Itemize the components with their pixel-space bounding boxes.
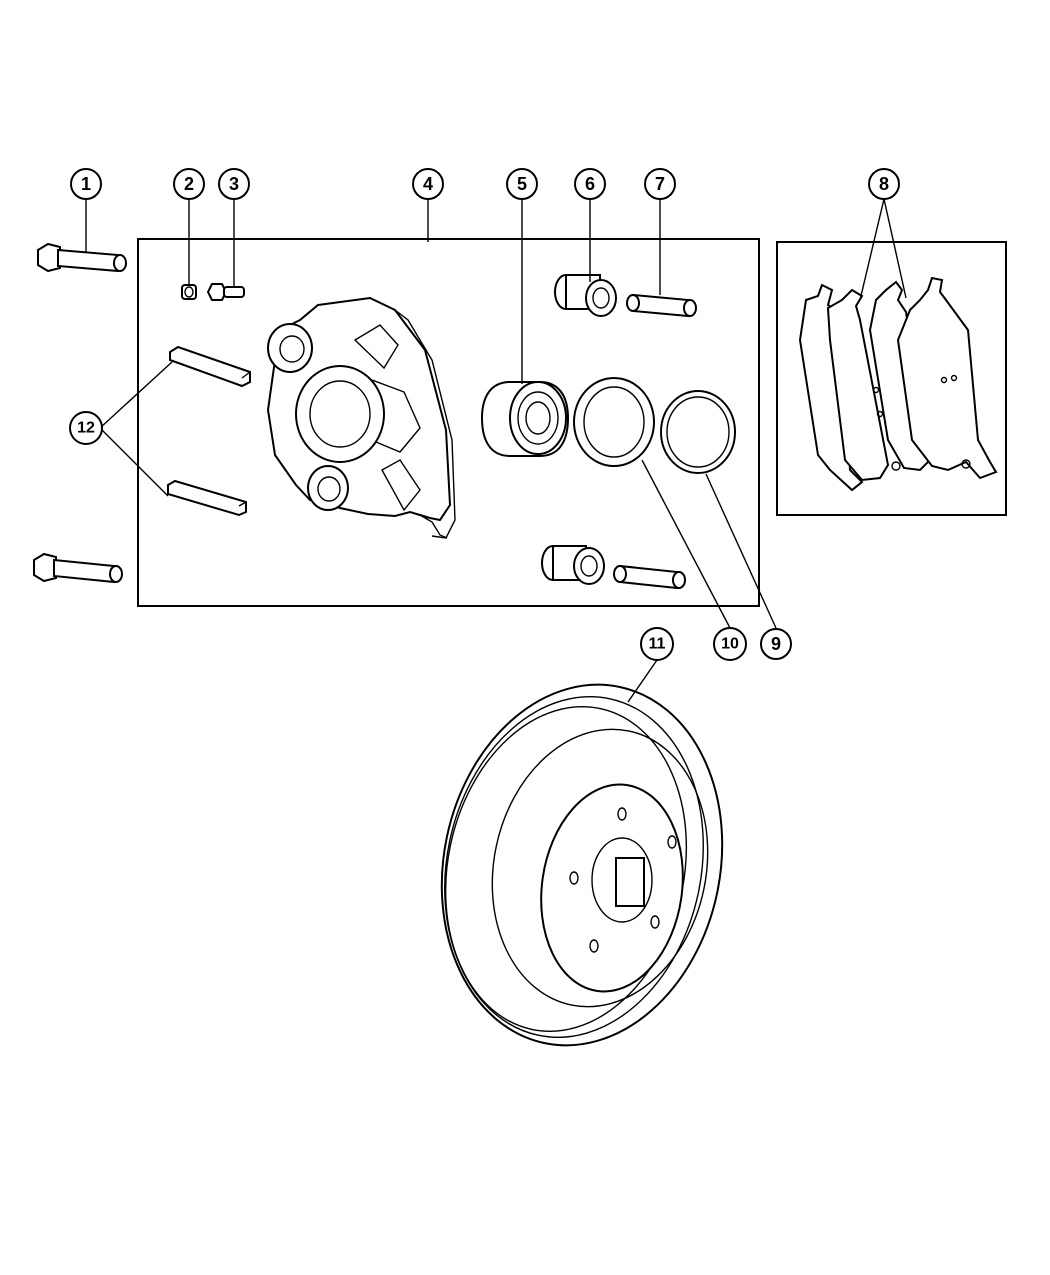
brake-pad-kit-box xyxy=(776,241,1007,516)
bleeder-screw xyxy=(206,283,245,301)
callout-10: 10 xyxy=(713,627,747,661)
leader-lines xyxy=(85,198,907,703)
callout-8: 8 xyxy=(868,168,900,200)
bushing-bottom xyxy=(541,545,605,585)
callout-7-label: 7 xyxy=(655,174,665,194)
callout-10-label: 10 xyxy=(721,636,739,653)
callout-7: 7 xyxy=(644,168,676,200)
callout-9: 9 xyxy=(760,628,792,660)
callout-2-label: 2 xyxy=(184,174,194,194)
callout-3: 3 xyxy=(218,168,250,200)
caliper-bolt-top xyxy=(37,242,127,273)
caliper-bolt-bottom xyxy=(33,552,123,584)
callout-4-label: 4 xyxy=(423,174,433,194)
dust-boot xyxy=(573,377,655,467)
callout-11-label: 11 xyxy=(649,636,666,653)
bushing-top xyxy=(554,274,617,317)
piston-seal xyxy=(660,390,736,474)
callout-6-label: 6 xyxy=(585,174,595,194)
callout-12: 12 xyxy=(69,411,103,445)
anti-rattle-clip-top xyxy=(169,345,251,388)
callout-1-label: 1 xyxy=(81,174,91,194)
callout-3-label: 3 xyxy=(229,174,239,194)
callout-9-label: 9 xyxy=(771,634,781,654)
callout-5-label: 5 xyxy=(517,174,527,194)
sleeve-top xyxy=(626,293,697,318)
callout-4: 4 xyxy=(412,168,444,200)
sleeve-bottom xyxy=(613,564,686,590)
caliper-kit-box xyxy=(137,238,760,607)
bleeder-cap xyxy=(181,284,197,300)
callout-11: 11 xyxy=(640,627,674,661)
anti-rattle-clip-bottom xyxy=(167,479,247,517)
callout-6: 6 xyxy=(574,168,606,200)
callout-8-label: 8 xyxy=(879,174,889,194)
callout-12-label: 12 xyxy=(77,420,95,437)
brake-rotor xyxy=(440,683,724,1047)
brake-pads xyxy=(798,276,998,492)
callout-1: 1 xyxy=(70,168,102,200)
callout-5: 5 xyxy=(506,168,538,200)
caliper-piston xyxy=(480,381,570,457)
caliper-housing xyxy=(266,296,456,539)
callout-2: 2 xyxy=(173,168,205,200)
